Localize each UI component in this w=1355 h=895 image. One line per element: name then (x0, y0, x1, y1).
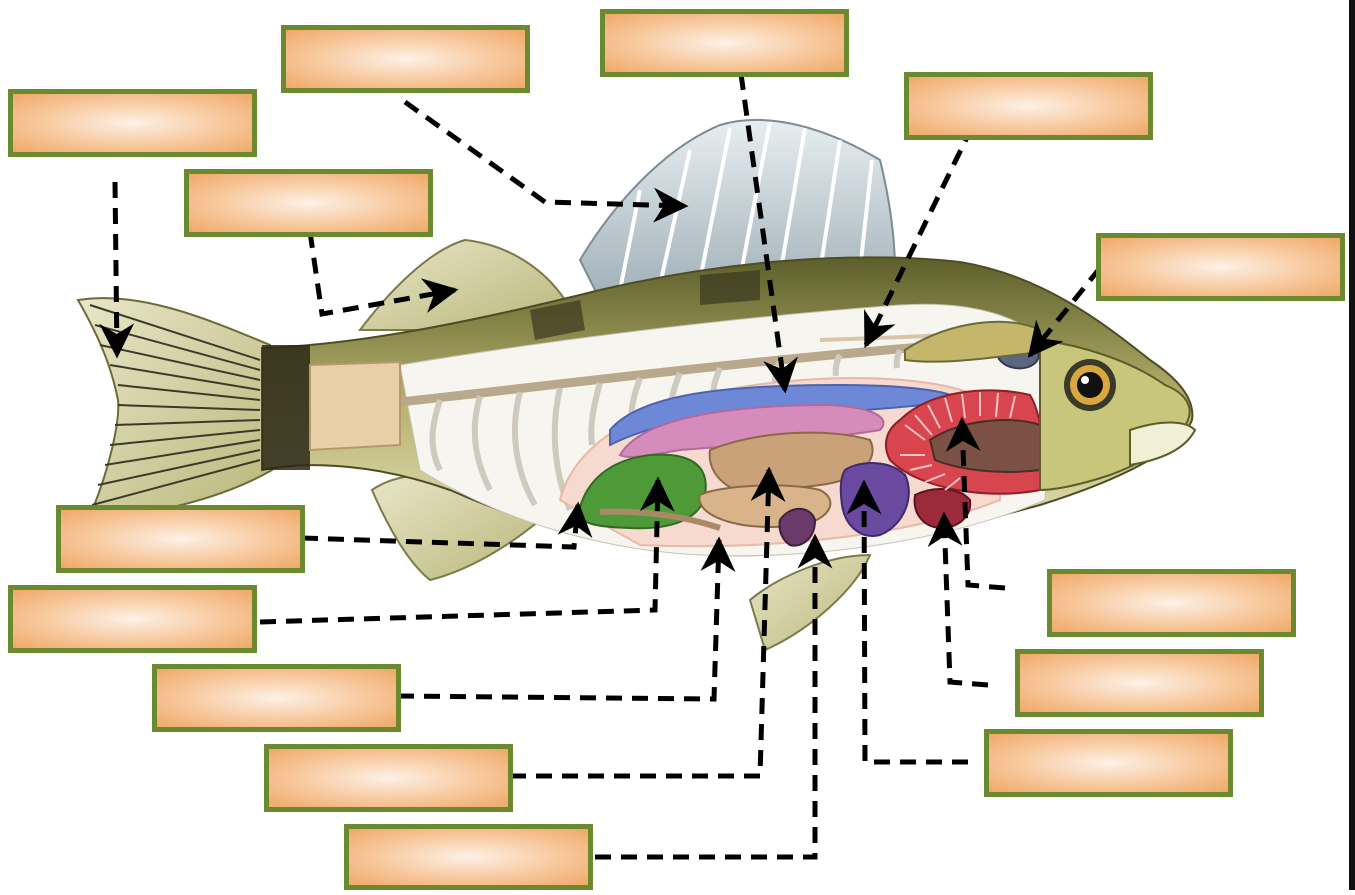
label-box-gills[interactable] (1047, 569, 1296, 637)
label-box-caudal-fin[interactable] (8, 89, 257, 157)
label-box-stomach[interactable] (264, 744, 513, 812)
label-box-heart[interactable] (1015, 649, 1264, 717)
label-box-intestine[interactable] (152, 664, 401, 732)
label-box-brain[interactable] (1096, 233, 1345, 301)
label-box-spleen[interactable] (344, 824, 593, 890)
label-box-gonad[interactable] (8, 585, 257, 653)
label-box-anus[interactable] (56, 505, 305, 573)
heart-shape (915, 489, 971, 528)
label-box-spiny-dorsal-fin[interactable] (281, 25, 530, 93)
fish-eye (1064, 359, 1116, 411)
label-box-kidney[interactable] (600, 9, 849, 77)
label-box-liver[interactable] (984, 729, 1233, 797)
right-border (1349, 0, 1355, 890)
label-box-spinal-cord[interactable] (904, 72, 1153, 140)
label-box-soft-dorsal-fin[interactable] (184, 169, 433, 237)
fish-head (1040, 340, 1190, 490)
